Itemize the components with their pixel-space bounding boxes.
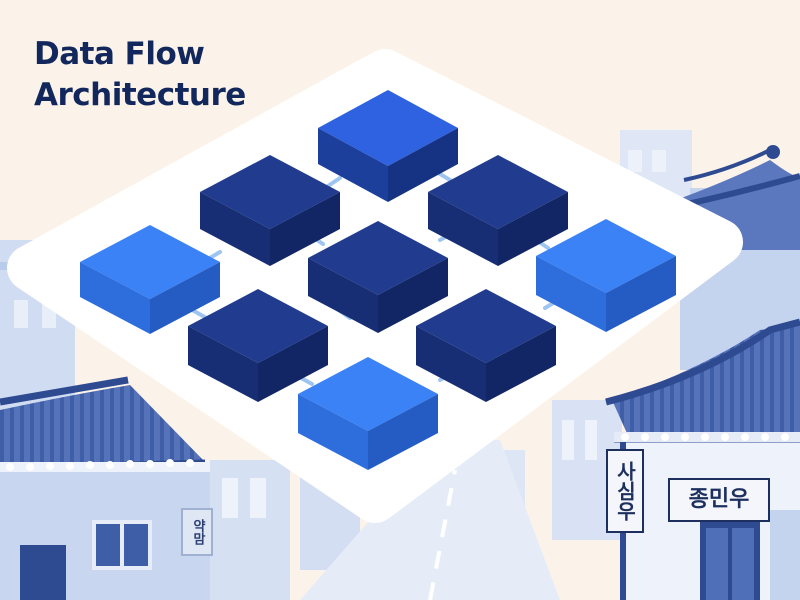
data-block-bottom (298, 357, 438, 470)
traditional-house-left (0, 376, 290, 600)
title-line-1: Data Flow (34, 36, 205, 72)
data-block-left (80, 225, 220, 334)
data-block-center (308, 221, 448, 333)
diagram-title: Data Flow Architecture (34, 34, 246, 116)
data-block-right (536, 219, 676, 332)
traditional-house-right (605, 318, 800, 600)
shop-sign-left: 약맘 (181, 508, 213, 556)
shop-sign-middle: 사심우 (606, 449, 644, 533)
data-block-upper-left (200, 155, 340, 266)
data-block-upper-right (428, 155, 568, 266)
shop-sign-right: 종민우 (668, 478, 770, 522)
street (300, 440, 560, 600)
data-block-top (318, 90, 458, 202)
data-block-lower-right (416, 289, 556, 402)
title-line-2: Architecture (34, 77, 246, 113)
data-block-lower-left (188, 289, 328, 402)
